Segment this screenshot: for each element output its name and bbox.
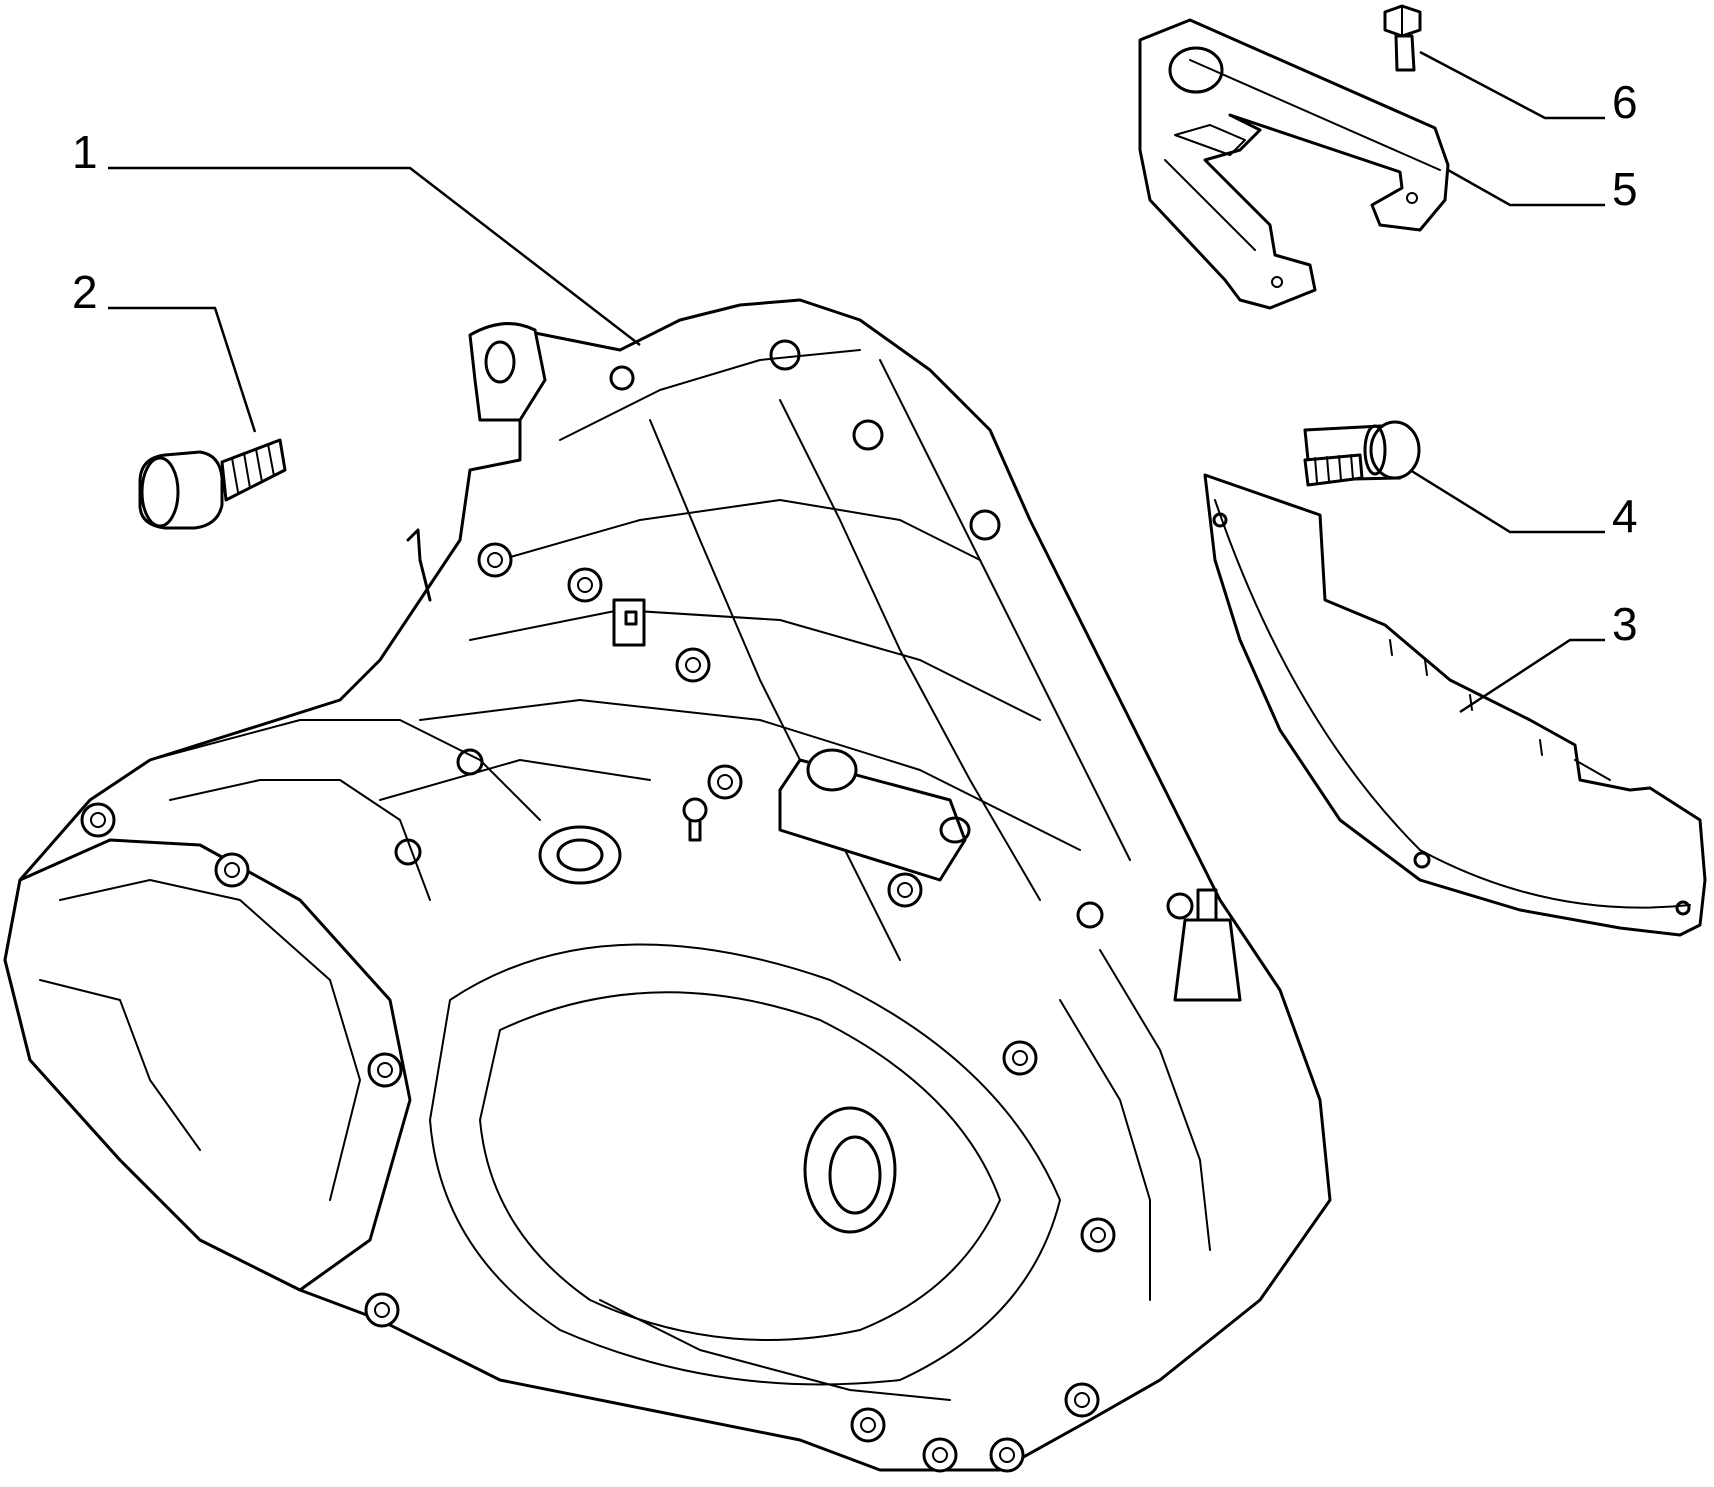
shield-plate-part-3 (1203, 473, 1707, 937)
bolt-part-2 (138, 438, 287, 530)
leader-6 (1419, 50, 1605, 120)
callout-3: 3 (1612, 598, 1638, 650)
transmission-housing (3, 298, 1332, 1473)
leader-lines (108, 50, 1605, 714)
callout-5: 5 (1612, 163, 1638, 215)
leader-4 (1409, 468, 1605, 534)
leader-1 (108, 166, 641, 346)
bracket-part-5 (1138, 18, 1450, 310)
callout-1: 1 (72, 126, 98, 178)
callout-2: 2 (72, 266, 98, 318)
callout-labels: 1 2 3 4 5 6 (72, 76, 1638, 650)
callout-4: 4 (1612, 490, 1638, 542)
leader-3 (1459, 638, 1605, 714)
leader-2 (108, 306, 257, 433)
leader-5 (1447, 168, 1605, 207)
bolt-part-4 (1303, 420, 1421, 487)
callout-6: 6 (1612, 76, 1638, 128)
bolt-part-6 (1383, 4, 1422, 72)
housing-bolts (80, 542, 1194, 1473)
